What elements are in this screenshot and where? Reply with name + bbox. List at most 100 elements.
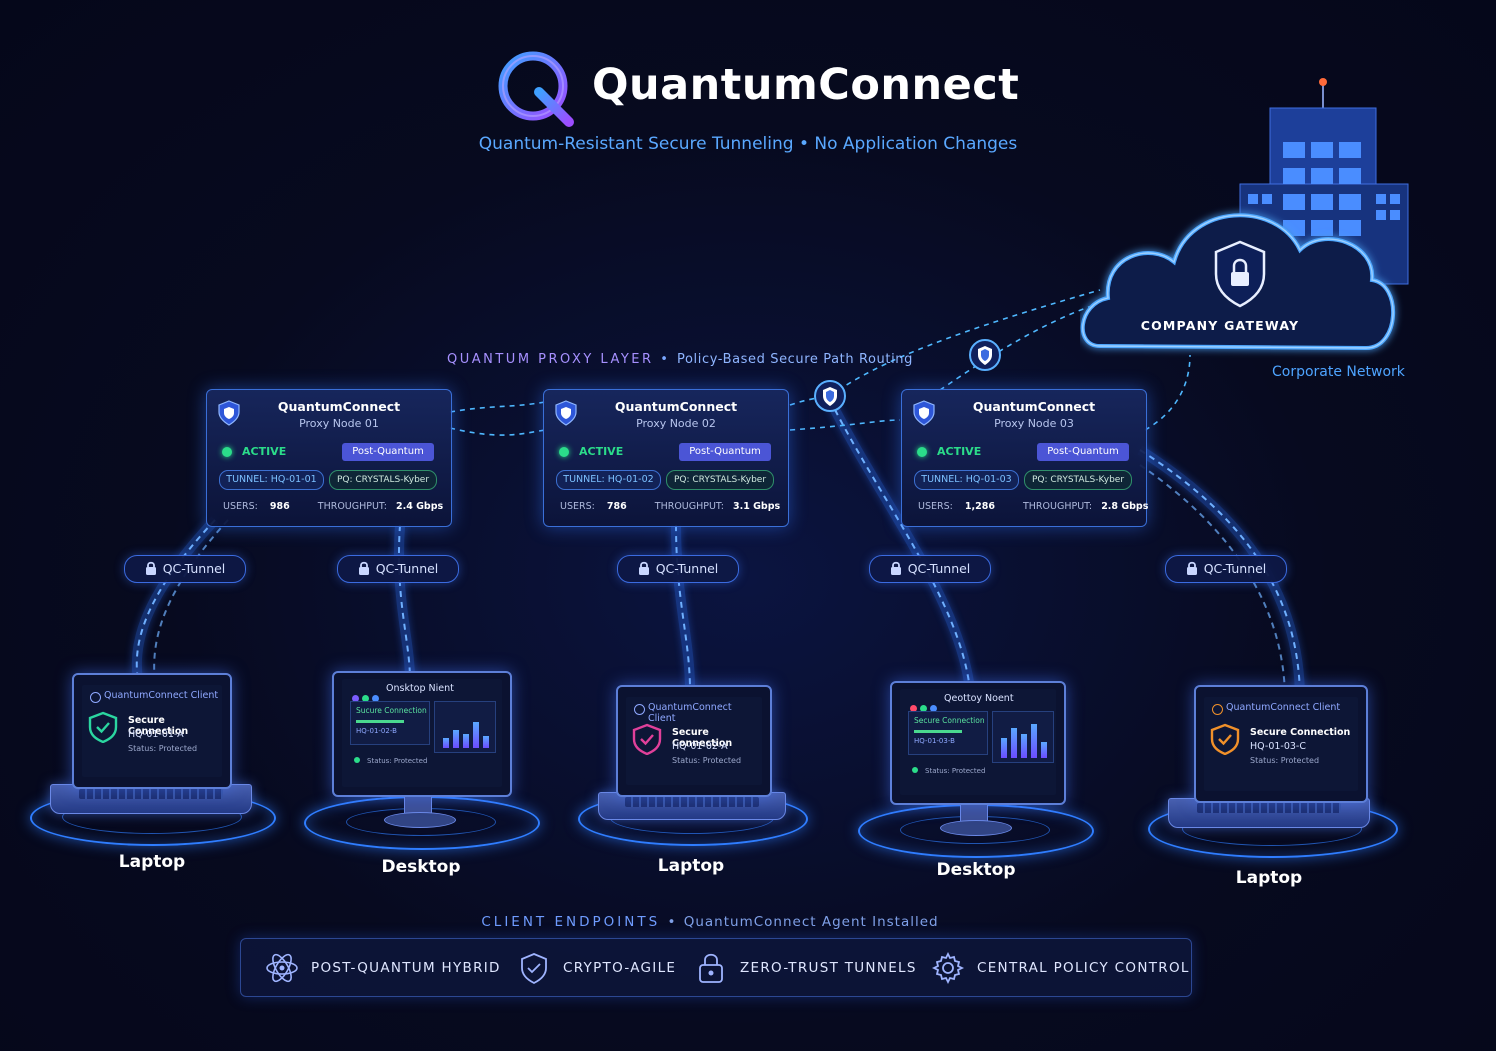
gear-icon [931, 951, 965, 984]
proxy-layer-label: QUANTUM PROXY LAYER • Policy-Based Secur… [447, 352, 913, 367]
device-label: Laptop [118, 852, 186, 872]
window-dots [910, 697, 940, 716]
status-text: ACTIVE [937, 445, 982, 458]
features-bar: POST-QUANTUM HYBRID CRYPTO-AGILE ZERO-TR… [240, 938, 1192, 997]
post-quantum-badge: Post-Quantum [1037, 443, 1129, 461]
node-subtitle: Proxy Node 01 [299, 417, 379, 430]
quantum-q-logo-icon [498, 51, 574, 127]
throughput-label: THROUGHPUT: [1022, 501, 1093, 512]
mesh-line-e [829, 289, 1101, 397]
window-dots [352, 687, 382, 706]
qc-tunnel-pill-5[interactable]: QC-Tunnel [1165, 555, 1287, 583]
endpoints-title: CLIENT ENDPOINTS [481, 914, 661, 930]
tunnel-id: HQ-01-03 [965, 474, 1012, 485]
lock-icon [638, 561, 649, 575]
post-quantum-badge: Post-Quantum [342, 443, 434, 461]
feature-zero-trust-tunnels: ZERO-TRUST TUNNELS [694, 939, 917, 996]
users-value: 1,286 [964, 501, 995, 512]
throughput-label: THROUGHPUT: [317, 501, 387, 512]
qc-tunnel-pill-4[interactable]: QC-Tunnel [869, 555, 991, 583]
feature-label: ZERO-TRUST TUNNELS [740, 959, 917, 976]
users-label: USERS: [560, 501, 595, 512]
desktop-screen: Qeottoy Noent Secure Connection HQ-01-03… [890, 681, 1066, 805]
tunnel-line-2 [397, 524, 411, 681]
corporate-network-label: Corporate Network [1272, 364, 1405, 380]
gateway-shield-lock-icon [1214, 240, 1266, 308]
status-dot [917, 447, 927, 457]
secure-connection-text: Secure Connection [672, 727, 733, 749]
shield-icon [555, 400, 577, 426]
pq-algorithm-chip: PQ: CRYSTALS-Kyber [1024, 470, 1132, 490]
tunnel-label: TUNNEL: [921, 474, 963, 485]
monitor-foot [940, 820, 1012, 836]
lock-icon [890, 561, 901, 575]
gateway-label: COMPANY GATEWAY [1140, 318, 1300, 333]
shield-check-icon [1210, 723, 1240, 755]
client-app-title: QuantumConnect Client [648, 702, 732, 724]
proxy-layer-title: QUANTUM PROXY LAYER [447, 352, 654, 367]
company-gateway-graphic [1080, 78, 1409, 351]
status-dot [559, 447, 569, 457]
proxy-node-03[interactable]: QuantumConnect Proxy Node 03 ACTIVE Post… [901, 389, 1149, 527]
mesh-line-a [449, 401, 546, 413]
brand-name: QuantumConnect [592, 60, 1020, 110]
atom-icon [266, 953, 298, 982]
laptop-screen: QuantumConnect Client Secure Connection … [616, 685, 772, 797]
lock-icon [145, 561, 156, 575]
users-label: USERS: [918, 501, 953, 512]
feature-label: CRYPTO-AGILE [563, 959, 677, 976]
shield-icon [218, 400, 240, 426]
connection-panel: Sucure Connection HQ-01-02-B [350, 701, 430, 745]
client-app-title: Qeottoy Noent [944, 693, 1014, 704]
qc-tunnel-pill-3[interactable]: QC-Tunnel [617, 555, 739, 583]
tunnel-chip: TUNNEL: HQ-01-02 [556, 470, 661, 490]
throughput-value: 2.8 Gbps [1101, 501, 1149, 512]
pq-algorithm-chip: PQ: CRYSTALS-Kyber [666, 470, 774, 490]
throughput-label: THROUGHPUT: [654, 501, 724, 512]
device-label: Desktop [936, 860, 1016, 880]
shield-icon [521, 952, 547, 984]
routing-shield-icon [969, 339, 1001, 371]
client-endpoints-label: CLIENT ENDPOINTS • QuantumConnect Agent … [0, 914, 1420, 930]
feature-label: POST-QUANTUM HYBRID [311, 959, 501, 976]
endpoint-laptop-1[interactable]: QuantumConnect Client Secure Connection … [28, 672, 278, 872]
endpoint-desktop-1[interactable]: Onsktop Nient Sucure Connection HQ-01-02… [302, 670, 542, 880]
tunnel-label: TUNNEL: [226, 474, 268, 485]
status-text: Status: Protected [1250, 756, 1320, 765]
endpoint-laptop-2[interactable]: QuantumConnect Client Secure Connection … [576, 684, 808, 880]
tunnel-chip: TUNNEL: HQ-01-01 [219, 470, 324, 490]
proxy-node-02[interactable]: QuantumConnect Proxy Node 02 ACTIVE Post… [543, 389, 789, 527]
tunnel-label: TUNNEL: [563, 474, 605, 485]
shield-check-icon [632, 723, 662, 755]
connection-id: HQ-01-03-B [914, 737, 955, 745]
mesh-line-f [939, 299, 1111, 391]
node-title: QuantumConnect [614, 399, 738, 414]
status-dot [222, 447, 232, 457]
bar-chart-icon [992, 711, 1054, 763]
tunnel-pill-label: QC-Tunnel [655, 561, 719, 576]
proxy-layer-sep: • [660, 352, 671, 367]
device-label: Laptop [1235, 868, 1303, 888]
lock-icon [1186, 561, 1197, 575]
mesh-line-d [789, 419, 901, 431]
node-title: QuantumConnect [972, 399, 1096, 414]
bar-chart-icon [434, 701, 496, 753]
proxy-layer-subtitle: Policy-Based Secure Path Routing [677, 352, 913, 367]
qc-tunnel-pill-2[interactable]: QC-Tunnel [337, 555, 459, 583]
tunnel-id: HQ-01-01 [270, 474, 317, 485]
mesh-line-g [1144, 354, 1191, 431]
connection-id: HQ-01-02-A [672, 741, 728, 752]
endpoint-laptop-3[interactable]: QuantumConnect Client Secure Connection … [1146, 684, 1400, 890]
progress-bar [914, 730, 962, 733]
client-logo-icon [90, 692, 101, 703]
tunnel-pill-label: QC-Tunnel [907, 561, 971, 576]
client-app-title: QuantumConnect Client [104, 690, 219, 701]
proxy-node-01[interactable]: QuantumConnect Proxy Node 01 ACTIVE Post… [206, 389, 452, 527]
laptop-screen: QuantumConnect Client Secure Connection … [1194, 685, 1368, 803]
node-subtitle: Proxy Node 02 [636, 417, 716, 430]
endpoint-desktop-2[interactable]: Qeottoy Noent Secure Connection HQ-01-03… [856, 680, 1096, 886]
qc-tunnel-pill-1[interactable]: QC-Tunnel [124, 555, 246, 583]
feature-crypto-agile: CRYPTO-AGILE [517, 939, 676, 996]
tunnel-pill-label: QC-Tunnel [1203, 561, 1267, 576]
